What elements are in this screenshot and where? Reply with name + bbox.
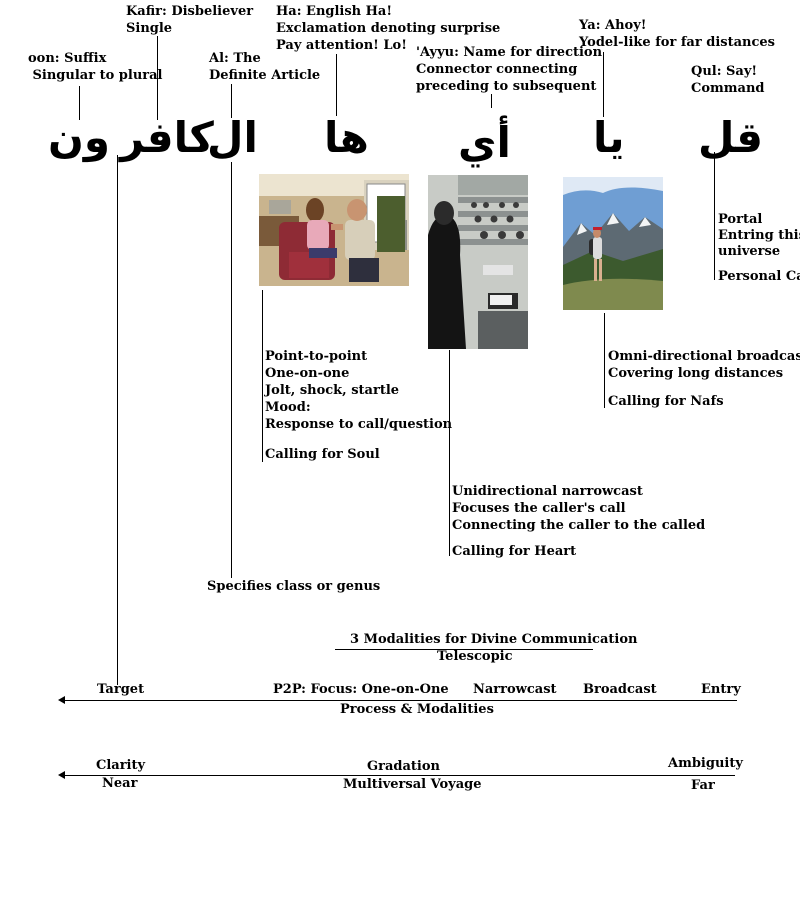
axis1-entry-label: Entry [701, 682, 741, 697]
ha-call: Calling for Soul [265, 447, 380, 462]
kafir-annotation: Kafir: Disbeliever Single [126, 4, 254, 36]
word-kafir: كافر [120, 113, 214, 162]
mountain-hiker-photo [563, 177, 663, 310]
word-qul: قل [698, 113, 763, 162]
axis1-p2p-label: P2P: Focus: One-on-One [273, 682, 449, 697]
ayyu-description: Unidirectional narrowcast Focuses the ca… [452, 484, 706, 533]
ayyu-connector [491, 94, 492, 108]
wun-connector [79, 86, 80, 120]
axis2-far-label: Far [691, 778, 715, 793]
modalities-underline [335, 649, 593, 650]
word-wun: ون [48, 113, 110, 162]
axis1-arrowhead [58, 696, 65, 704]
modalities-title: 3 Modalities for Divine Communication [350, 632, 638, 647]
axis2-clarity-label: Clarity [96, 758, 146, 773]
kafir-connector [157, 36, 158, 120]
al-connector [231, 84, 232, 118]
kafir-target-line [117, 155, 118, 685]
axis2-line [62, 775, 735, 776]
axis2-arrowhead [58, 771, 65, 779]
ayyu-annotation: 'Ayyu: Name for direction Connector conn… [416, 45, 603, 94]
ayyu-call: Calling for Heart [452, 544, 577, 559]
wun-annotation: oon: Suffix Singular to plural [28, 51, 163, 83]
axis2-near-label: Near [102, 776, 138, 791]
qul-description: Portal Entring this universe [718, 212, 800, 259]
ya-annotation: Ya: Ahoy! Yodel-like for far distances [579, 18, 775, 50]
qul-call: Personal Call [718, 269, 800, 284]
axis1-line [62, 700, 737, 701]
ha-annotation: Ha: English Ha! Exclamation denoting sur… [276, 4, 501, 53]
ya-description: Omni-directional broadcast Covering long… [608, 349, 800, 381]
al-description: Specifies class or genus [207, 579, 381, 594]
ya-call: Calling for Nafs [608, 394, 724, 409]
al-annotation: Al: The Definite Article [209, 51, 321, 83]
ha-connector [336, 54, 337, 116]
ha-description: Point-to-point One-on-one Jolt, shock, s… [265, 349, 453, 432]
ayyu-description-line [449, 350, 450, 556]
axis1-caption: Process & Modalities [340, 702, 494, 717]
al-description-line [231, 162, 232, 578]
axis2-gradation-label: Gradation [367, 759, 440, 774]
qul-description-line [714, 152, 715, 280]
axis2-caption: Multiversal Voyage [343, 777, 482, 792]
qul-annotation: Qul: Say! Command [691, 64, 765, 96]
ya-description-line [604, 313, 605, 408]
axis1-target-label: Target [97, 682, 145, 697]
word-ayyu: أي [458, 118, 511, 167]
ha-description-line [262, 290, 263, 462]
axis2-ambiguity-label: Ambiguity [668, 756, 743, 771]
axis1-narrowcast-label: Narrowcast [473, 682, 557, 697]
axis1-broadcast-label: Broadcast [583, 682, 657, 697]
conversation-photo [259, 174, 409, 286]
lecture-hall-photo [428, 175, 528, 349]
ya-connector [603, 52, 604, 117]
modalities-subtitle: Telescopic [437, 649, 513, 664]
word-al: ال [207, 113, 258, 162]
word-ya: يا [593, 113, 625, 162]
word-ha: ها [324, 113, 369, 162]
